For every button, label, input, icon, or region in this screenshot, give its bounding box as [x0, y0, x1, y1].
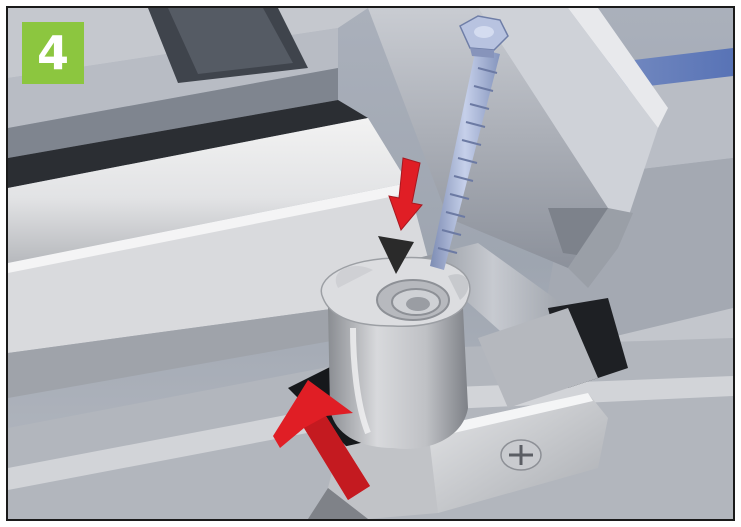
profile-rail-face: [478, 8, 658, 218]
center-channel-face: [168, 8, 293, 74]
assembly-illustration: [8, 8, 733, 519]
illustration-frame: 4: [6, 6, 735, 521]
white-beam-edge: [8, 308, 348, 398]
clamp-base: [328, 428, 438, 519]
clamp-base-shadow: [308, 488, 368, 519]
downward-arrow: [378, 157, 423, 274]
profile-rail-back: [368, 8, 608, 268]
profile-rail-lip: [568, 8, 668, 128]
self-tapping-screw: [430, 15, 509, 270]
dark-channel-strip: [8, 100, 368, 188]
bottom-rail-edge: [8, 376, 733, 490]
clamp-channel-inner: [478, 308, 598, 408]
back-rail-shadow: [8, 68, 338, 158]
front-plate-edge: [428, 393, 593, 438]
upward-arrow: [273, 380, 370, 500]
white-beam-highlight: [8, 183, 410, 273]
profile-rail-end: [568, 208, 633, 288]
clamp-body: [320, 256, 471, 449]
step-number-badge: 4: [22, 22, 84, 84]
plate-screw-head: [500, 439, 542, 471]
white-beam-front: [8, 183, 428, 353]
white-beam-top: [8, 118, 408, 263]
downward-arrow-black: [378, 236, 414, 274]
